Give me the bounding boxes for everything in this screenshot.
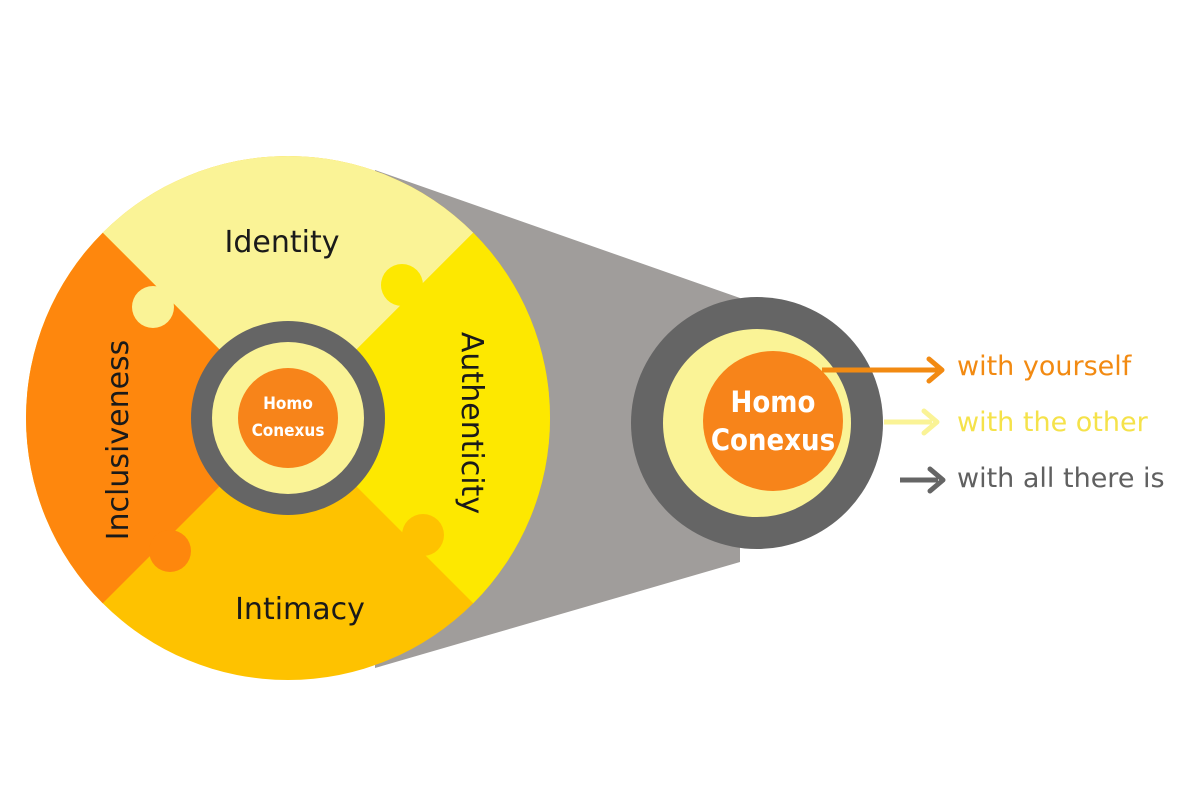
knob-inclusiveness bbox=[149, 530, 191, 572]
center-line2-small: Conexus bbox=[252, 421, 325, 441]
arrow-with-all-there-is bbox=[900, 466, 946, 494]
knob-authenticity bbox=[381, 264, 423, 306]
inner-core bbox=[238, 368, 338, 468]
center-line1-small: Homo bbox=[263, 394, 313, 414]
arrow-with-the-other bbox=[884, 408, 940, 436]
center-line1-large: Homo bbox=[731, 385, 816, 419]
label-authenticity: Authenticity bbox=[454, 332, 489, 514]
label-with-the-other: with the other bbox=[957, 407, 1149, 438]
knob-intimacy bbox=[402, 514, 444, 556]
center-line2-large: Conexus bbox=[711, 423, 835, 457]
zoom-core bbox=[703, 351, 843, 491]
label-identity: Identity bbox=[225, 225, 340, 260]
piece-inclusiveness bbox=[26, 156, 288, 680]
piece-authenticity bbox=[288, 156, 550, 680]
label-intimacy: Intimacy bbox=[235, 592, 365, 627]
knob-identity bbox=[132, 286, 174, 328]
arrow-with-yourself bbox=[822, 356, 945, 384]
piece-identity bbox=[26, 156, 550, 418]
label-with-yourself: with yourself bbox=[957, 351, 1133, 382]
label-with-all-there-is: with all there is bbox=[957, 463, 1165, 494]
label-inclusiveness: Inclusiveness bbox=[101, 340, 136, 541]
